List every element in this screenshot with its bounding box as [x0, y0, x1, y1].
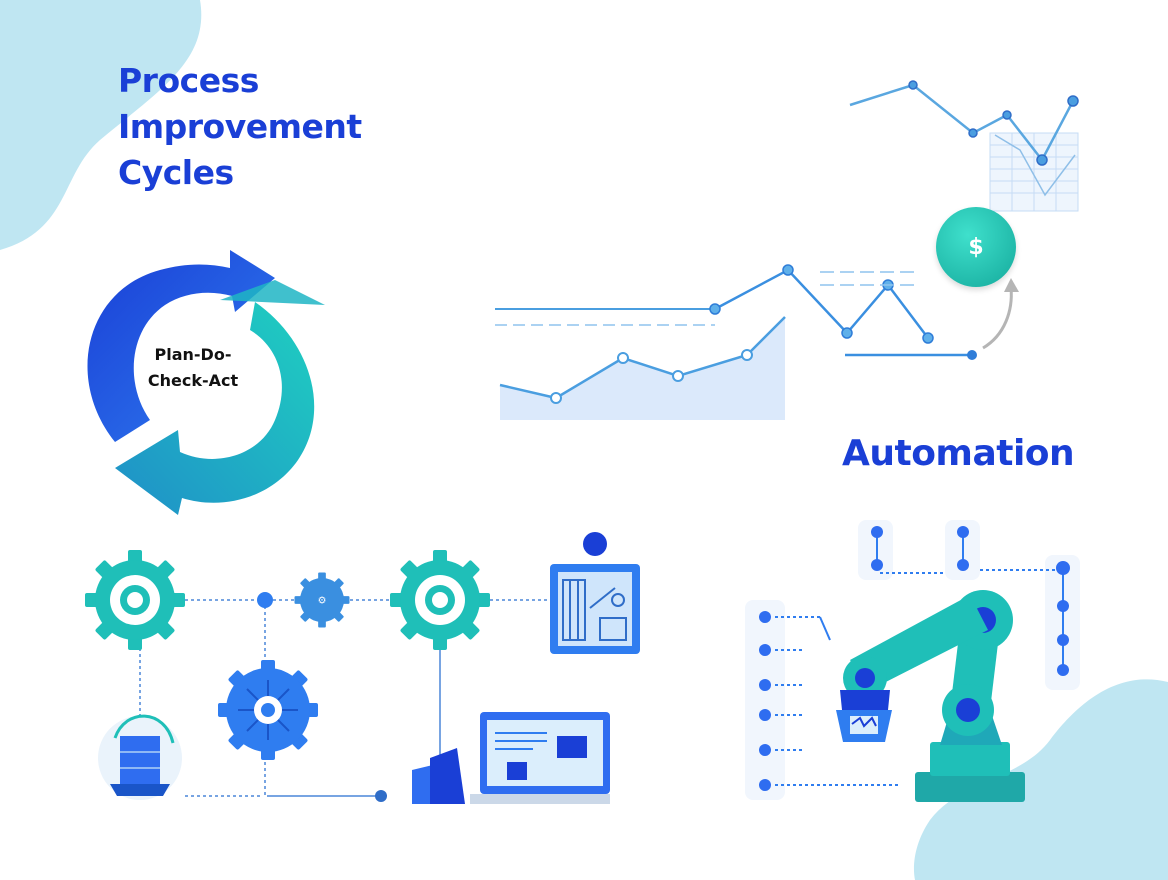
title-line-2: Improvement [118, 107, 362, 146]
server-stack-icon [98, 714, 182, 800]
background-blob-bottom-right [913, 679, 1168, 880]
process-diagram: ⚙ [85, 532, 640, 804]
gear-icon-small: ⚙ [294, 572, 350, 628]
title-line-1: Process [118, 61, 259, 100]
curved-arrow-icon [982, 278, 1019, 350]
cycle-label: Plan-Do- Check-Act [128, 342, 258, 394]
top-right-chart [849, 80, 1079, 212]
svg-text:⚙: ⚙ [318, 595, 327, 606]
title-line-3: Cycles [118, 153, 234, 192]
cycle-arrows-icon [87, 250, 325, 515]
dollar-coin-icon: $ [936, 207, 1016, 287]
document-shapes [412, 748, 465, 804]
blueprint-icon [550, 532, 640, 654]
gear-icon-2 [390, 550, 490, 650]
cycle-label-line-1: Plan-Do- [154, 345, 232, 364]
gear-icon-3 [218, 660, 318, 760]
background-blob-top-left [0, 0, 202, 250]
page-title: Process Improvement Cycles [118, 58, 362, 196]
robot-arm-icon [745, 520, 1080, 802]
dollar-symbol: $ [968, 234, 984, 260]
automation-title: Automation [842, 433, 1075, 474]
gear-icon-1 [85, 550, 185, 650]
cycle-label-line-2: Check-Act [147, 371, 239, 390]
monitor-icon [470, 712, 610, 804]
line-chart-connector [845, 350, 977, 360]
